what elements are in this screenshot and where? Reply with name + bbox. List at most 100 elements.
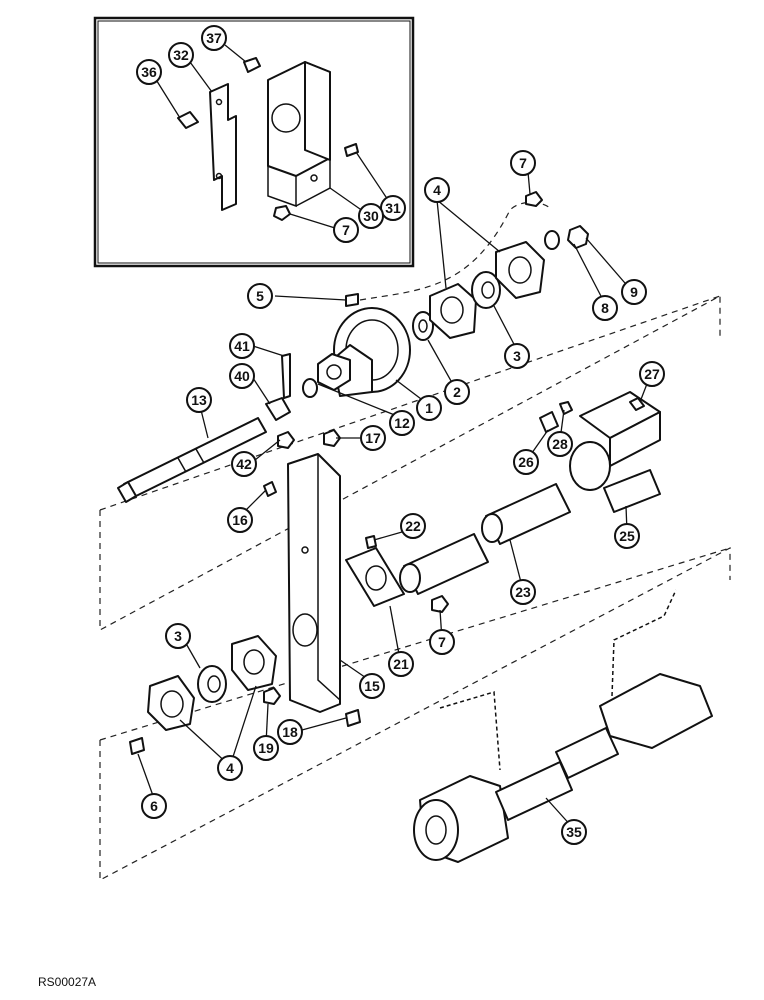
- nut-part-37: [243, 57, 261, 73]
- plate-part-21: [345, 547, 405, 607]
- callout-21: 21: [388, 651, 414, 677]
- bolt-part-6: [129, 737, 145, 755]
- svg-text:12: 12: [394, 415, 410, 431]
- svg-text:26: 26: [518, 454, 534, 470]
- callout-32: 32: [168, 42, 194, 68]
- callout-31: 31: [380, 195, 406, 221]
- callout-36: 36: [136, 59, 162, 85]
- washer-part-2: [412, 311, 434, 341]
- bearing-part-3-upper: [471, 271, 501, 309]
- callout-3-upper: 3: [504, 343, 530, 369]
- figure-code: RS00027A: [38, 975, 96, 989]
- svg-text:15: 15: [364, 678, 380, 694]
- svg-text:41: 41: [234, 338, 250, 354]
- washer-part-12: [302, 378, 318, 398]
- shaft-part-13: [117, 417, 267, 503]
- flange-part-4-lower-right: [231, 635, 277, 691]
- tube-part-23: [399, 483, 571, 595]
- inset-detail: [93, 16, 415, 268]
- flange-part-4-lower-left: [147, 675, 195, 731]
- sprocket-clutch-part-1: [317, 307, 411, 397]
- callout-13: 13: [186, 387, 212, 413]
- callout-15: 15: [359, 673, 385, 699]
- callout-23: 23: [510, 579, 536, 605]
- nut-part-27: [629, 397, 645, 411]
- bracket-part-30: [267, 61, 331, 208]
- nut-part-7-top: [525, 191, 543, 207]
- nut-part-17: [323, 429, 341, 447]
- svg-text:37: 37: [206, 30, 222, 46]
- drive-shaft-part-35: [413, 589, 713, 863]
- callout-37: 37: [201, 25, 227, 51]
- svg-text:42: 42: [236, 456, 252, 472]
- svg-text:23: 23: [515, 584, 531, 600]
- svg-text:31: 31: [385, 200, 401, 216]
- callout-3-lower: 3: [165, 623, 191, 649]
- svg-text:16: 16: [232, 512, 248, 528]
- nut-part-9: [567, 225, 589, 249]
- bolt-part-22: [365, 535, 377, 549]
- flange-part-4-upper-left: [429, 283, 477, 339]
- nut-part-19: [263, 687, 281, 705]
- nut-part-28: [559, 401, 573, 415]
- flange-part-4-upper-right: [495, 241, 545, 299]
- callout-28: 28: [547, 431, 573, 457]
- callout-25: 25: [614, 523, 640, 549]
- nut-part-7-inset: [273, 205, 291, 221]
- callout-9: 9: [621, 279, 647, 305]
- callout-19: 19: [253, 735, 279, 761]
- nut-part-42: [277, 431, 295, 449]
- svg-text:5: 5: [256, 288, 264, 304]
- bolt-part-31: [344, 143, 359, 157]
- nut-part-7-middle: [431, 595, 449, 613]
- callout-27: 27: [639, 361, 665, 387]
- washer-part-8: [544, 230, 560, 250]
- callout-1: 1: [416, 395, 442, 421]
- svg-text:27: 27: [644, 366, 660, 382]
- svg-text:7: 7: [342, 222, 350, 238]
- callout-7-top: 7: [510, 150, 536, 176]
- svg-text:18: 18: [282, 724, 298, 740]
- svg-text:2: 2: [453, 384, 461, 400]
- bolt-part-5: [345, 293, 359, 307]
- bolt-part-18: [345, 709, 361, 727]
- callout-6: 6: [141, 793, 167, 819]
- svg-text:4: 4: [433, 182, 441, 198]
- callout-26: 26: [513, 449, 539, 475]
- svg-text:8: 8: [601, 300, 609, 316]
- bolt-part-16: [263, 481, 277, 497]
- callout-5: 5: [247, 283, 273, 309]
- svg-text:30: 30: [363, 208, 379, 224]
- svg-text:1: 1: [425, 400, 433, 416]
- svg-text:9: 9: [630, 284, 638, 300]
- bar-part-32: [209, 83, 237, 211]
- svg-text:6: 6: [150, 798, 158, 814]
- svg-text:28: 28: [552, 436, 568, 452]
- svg-text:4: 4: [226, 760, 234, 776]
- callout-40: 40: [229, 363, 255, 389]
- callout-22: 22: [400, 513, 426, 539]
- svg-text:19: 19: [258, 740, 274, 756]
- clamp-part-40: [265, 397, 291, 421]
- callout-41: 41: [229, 333, 255, 359]
- bearing-part-3-lower: [197, 665, 227, 703]
- svg-text:7: 7: [438, 634, 446, 650]
- svg-text:40: 40: [234, 368, 250, 384]
- callout-7-inset: 7: [333, 217, 359, 243]
- svg-text:7: 7: [519, 155, 527, 171]
- svg-text:3: 3: [513, 348, 521, 364]
- callout-35: 35: [561, 819, 587, 845]
- svg-text:32: 32: [173, 47, 189, 63]
- bracket-part-25: [569, 391, 661, 513]
- bolt-part-41: [281, 353, 291, 399]
- svg-text:21: 21: [393, 656, 409, 672]
- callout-16: 16: [227, 507, 253, 533]
- svg-text:3: 3: [174, 628, 182, 644]
- callout-17: 17: [360, 425, 386, 451]
- svg-text:13: 13: [191, 392, 207, 408]
- callout-4-upper: 4: [424, 177, 450, 203]
- bolt-part-36: [177, 111, 199, 129]
- svg-text:36: 36: [141, 64, 157, 80]
- callout-4-lower: 4: [217, 755, 243, 781]
- callout-7-middle: 7: [429, 629, 455, 655]
